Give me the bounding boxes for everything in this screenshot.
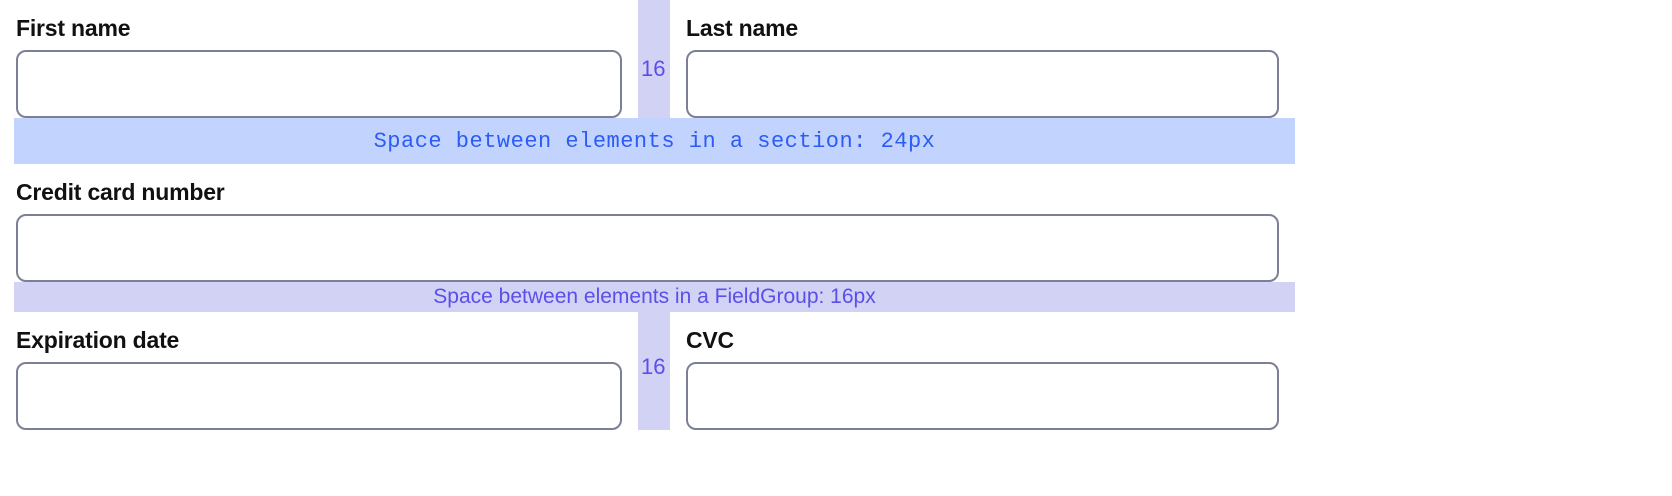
first-name-field: First name <box>0 0 638 118</box>
first-name-input[interactable] <box>16 50 622 118</box>
section-gap-text: Space between elements in a section: 24p… <box>373 128 936 154</box>
expiration-date-field: Expiration date <box>0 312 638 430</box>
expiry-cvc-row: Expiration date 16 CVC <box>0 312 1295 430</box>
column-gap-label-top: 16 <box>641 56 666 81</box>
form-region: First name 16 Last name Space between el… <box>0 0 1295 430</box>
credit-card-number-label: Credit card number <box>16 179 225 205</box>
fieldgroup-gap-text: Space between elements in a FieldGroup: … <box>433 285 876 308</box>
credit-card-number-field: Credit card number <box>0 164 1295 282</box>
cvc-input[interactable] <box>686 362 1279 430</box>
column-gap-indicator-top: 16 <box>638 0 670 118</box>
last-name-field: Last name <box>670 0 1295 118</box>
name-row: First name 16 Last name <box>0 0 1295 118</box>
column-gap-label-bottom: 16 <box>641 354 666 379</box>
column-gap-indicator-bottom: 16 <box>638 312 670 430</box>
expiration-date-input[interactable] <box>16 362 622 430</box>
first-name-label: First name <box>16 15 131 41</box>
last-name-input[interactable] <box>686 50 1279 118</box>
section-gap-band: Space between elements in a section: 24p… <box>14 118 1295 164</box>
cvc-label: CVC <box>686 327 734 353</box>
cvc-field: CVC <box>670 312 1295 430</box>
last-name-label: Last name <box>686 15 798 41</box>
expiration-date-label: Expiration date <box>16 327 180 353</box>
credit-card-number-input[interactable] <box>16 214 1279 282</box>
fieldgroup-gap-band: Space between elements in a FieldGroup: … <box>14 282 1295 312</box>
credit-card-row: Credit card number <box>0 164 1295 282</box>
